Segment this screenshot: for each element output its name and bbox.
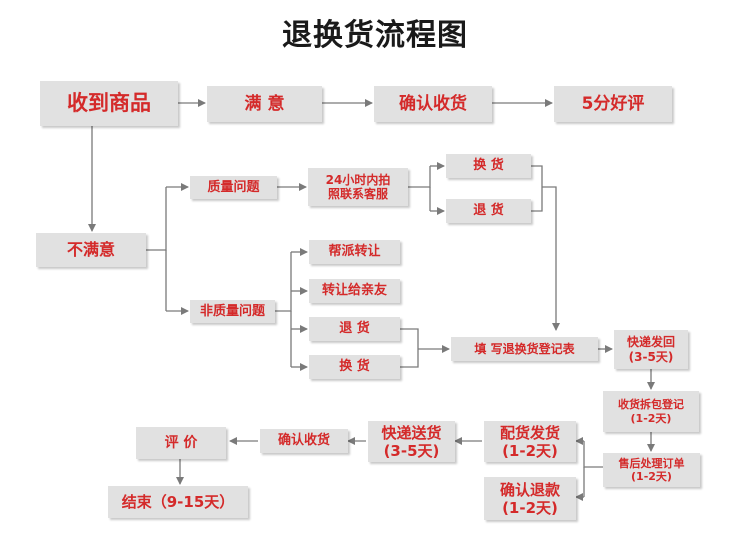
- page-title: 退换货流程图: [282, 18, 468, 53]
- exchange-quality-node: 换 货: [446, 154, 531, 178]
- return-nonquality-node: 退 货: [309, 317, 400, 341]
- receive-register-node: 收货拆包登记 (1-2天): [603, 391, 699, 432]
- five-star-review-node: 5分好评: [554, 86, 672, 122]
- confirm-refund-node: 确认退款 (1-2天): [484, 477, 576, 520]
- quality-issue-node: 质量问题: [190, 176, 277, 199]
- fill-return-form-node: 填 写退换货登记表: [451, 337, 598, 361]
- exchange-nonquality-node: 换 货: [309, 355, 400, 379]
- prepare-ship-node: 配货发货 (1-2天): [484, 421, 576, 462]
- transfer-to-friends-node: 转让给亲友: [309, 279, 400, 303]
- photo-contact-service-node: 24小时内拍 照联系客服: [308, 168, 408, 206]
- unsatisfied-node: 不满意: [36, 233, 146, 267]
- express-deliver-node: 快递送货 (3-5天): [368, 421, 455, 462]
- return-quality-node: 退 货: [446, 199, 531, 223]
- non-quality-issue-node: 非质量问题: [190, 300, 275, 323]
- end-node: 结束（9-15天）: [108, 486, 248, 518]
- express-return-node: 快递发回 (3-5天): [614, 330, 688, 369]
- receive-goods-node: 收到商品: [40, 81, 178, 126]
- help-transfer-node: 帮派转让: [309, 240, 400, 264]
- satisfied-node: 满 意: [207, 86, 322, 122]
- after-sales-order-node: 售后处理订单 (1-2天): [603, 453, 700, 487]
- confirm-receipt-bottom-node: 确认收货: [260, 429, 348, 453]
- confirm-receipt-top-node: 确认收货: [374, 86, 492, 122]
- review-node: 评 价: [136, 427, 226, 459]
